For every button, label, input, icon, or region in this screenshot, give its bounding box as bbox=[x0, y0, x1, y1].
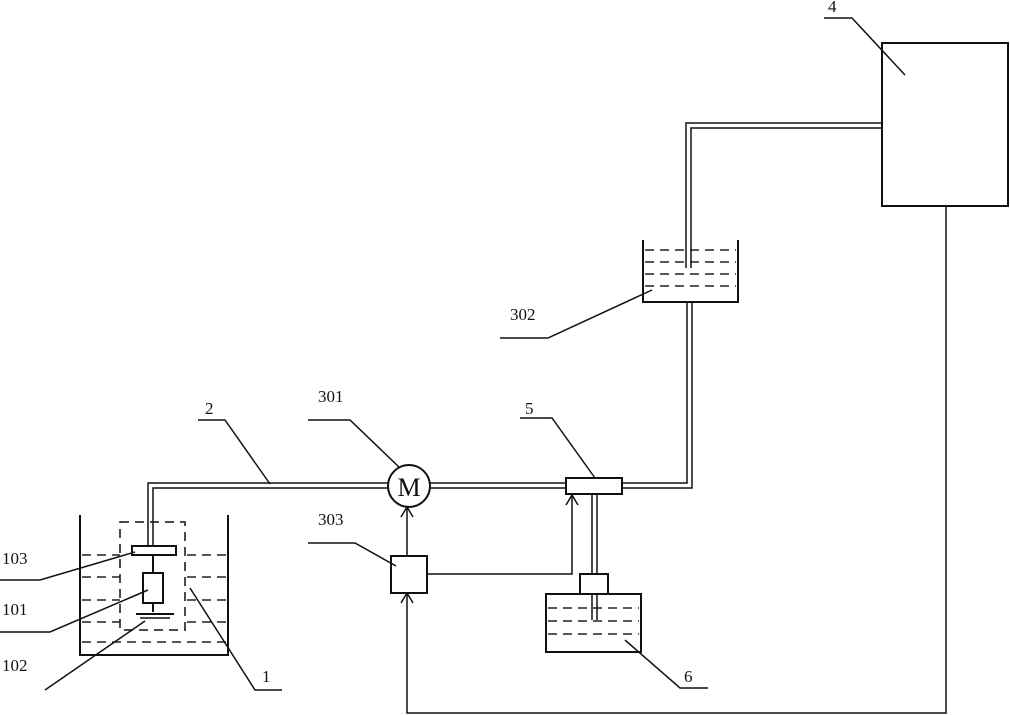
leader-lines bbox=[0, 17, 906, 691]
label-5: 5 bbox=[525, 399, 534, 418]
pipe-motor-to-5 bbox=[430, 482, 566, 489]
label-102: 102 bbox=[2, 656, 28, 675]
connector-5 bbox=[565, 477, 623, 495]
pipe-2 bbox=[147, 482, 388, 546]
controller-303 bbox=[390, 493, 579, 594]
component-103-plate bbox=[131, 545, 177, 556]
label-4: 4 bbox=[828, 0, 837, 16]
pipe-302-to-4 bbox=[685, 122, 882, 268]
label-103: 103 bbox=[2, 549, 28, 568]
component-101-sensor bbox=[142, 555, 164, 612]
label-303: 303 bbox=[318, 510, 344, 529]
component-102-base bbox=[136, 613, 174, 619]
container-6 bbox=[545, 573, 642, 653]
label-1: 1 bbox=[262, 667, 271, 686]
label-6: 6 bbox=[684, 667, 693, 686]
motor-symbol: M bbox=[397, 473, 420, 502]
label-2: 2 bbox=[205, 399, 214, 418]
label-101: 101 bbox=[2, 600, 28, 619]
tank-1 bbox=[79, 515, 229, 656]
label-301: 301 bbox=[318, 387, 344, 406]
motor-301: M bbox=[387, 464, 431, 508]
return-line bbox=[400, 206, 947, 714]
pipe-5-to-302 bbox=[622, 302, 693, 489]
label-302: 302 bbox=[510, 305, 536, 324]
unit-4 bbox=[881, 42, 1009, 207]
